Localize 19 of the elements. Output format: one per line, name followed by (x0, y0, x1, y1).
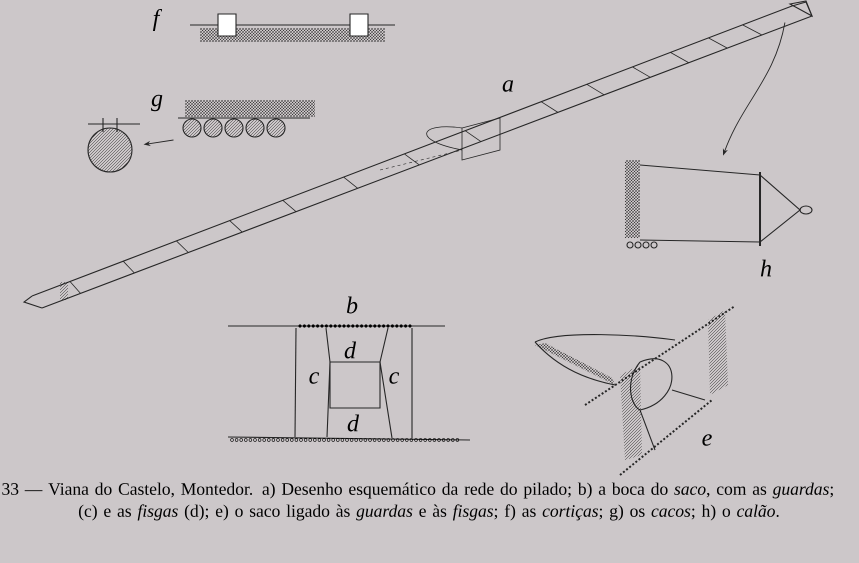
weight-row-drawing (266, 118, 286, 138)
weight-drawing (87, 127, 133, 173)
part-letter: c (309, 372, 320, 384)
weight-row-drawing (245, 118, 265, 138)
part-letter: c (389, 372, 400, 384)
rope-drawing (626, 241, 658, 249)
part-letter: d (348, 414, 360, 432)
part-letter: d (344, 342, 356, 358)
figure-caption: 33 — Viana do Castelo, Montedor. a) Desenho esquemático da rede do pilado; b) a boca do saco, com as guardas; (c) e as fisgas (d); e) o saco ligado às guardas e às fisgas; f) as cortiças; g) os cacos; h) o calão. (2, 482, 833, 520)
weight-row-drawing (182, 118, 202, 138)
part-letter: e (702, 434, 712, 446)
part-letter: a (502, 80, 514, 92)
weight-row-drawing (224, 118, 244, 138)
part-letter: g (151, 94, 162, 112)
part-letter: b (346, 296, 358, 314)
weight-row-drawing (203, 118, 223, 138)
part-letter: f (152, 9, 162, 31)
weight-drawing (88, 118, 140, 132)
rope-drawing (640, 164, 813, 246)
